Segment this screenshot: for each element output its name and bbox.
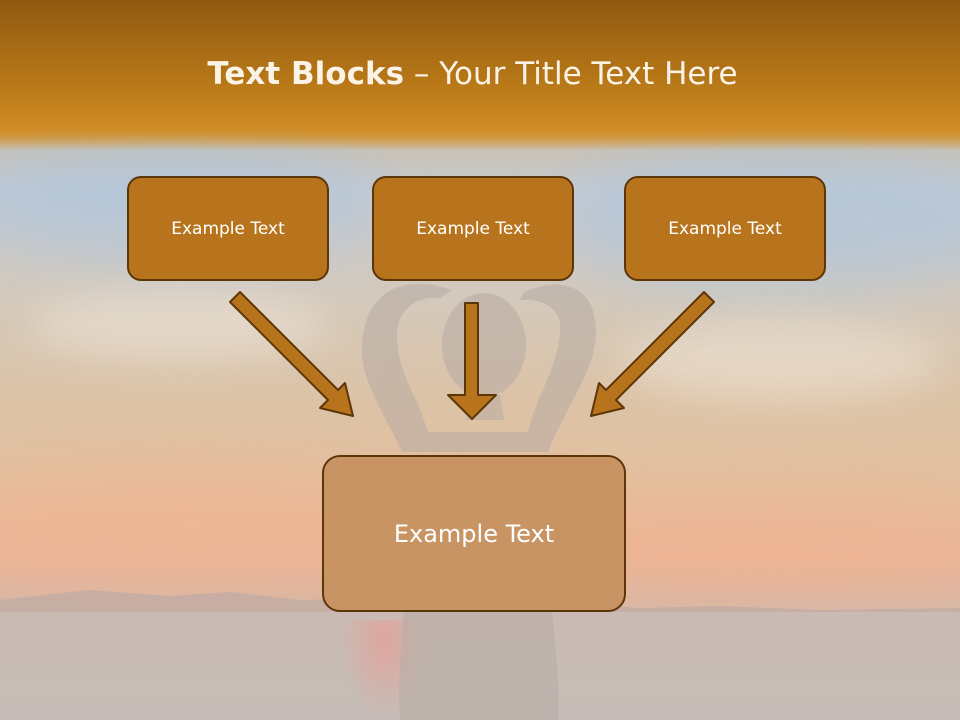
title-bar [0,0,960,150]
arrow-right-diagonal [590,291,715,417]
title-rest: Your Title Text Here [439,56,738,92]
text-block-center[interactable]: Example Text [372,176,574,281]
text-block-left-label: Example Text [171,218,285,239]
text-block-left[interactable]: Example Text [127,176,329,281]
text-block-right[interactable]: Example Text [624,176,826,281]
title-bold: Text Blocks [207,56,405,92]
title-dash: – [404,56,440,92]
arrow-left-diagonal [229,291,354,417]
text-block-right-label: Example Text [668,218,782,239]
sunset-sky-background [0,140,960,610]
text-block-bottom[interactable]: Example Text [322,455,626,612]
slide-title: Text Blocks – Your Title Text Here [0,56,945,92]
text-block-bottom-label: Example Text [393,519,555,548]
arrow-center-down [447,302,497,420]
text-block-center-label: Example Text [416,218,530,239]
